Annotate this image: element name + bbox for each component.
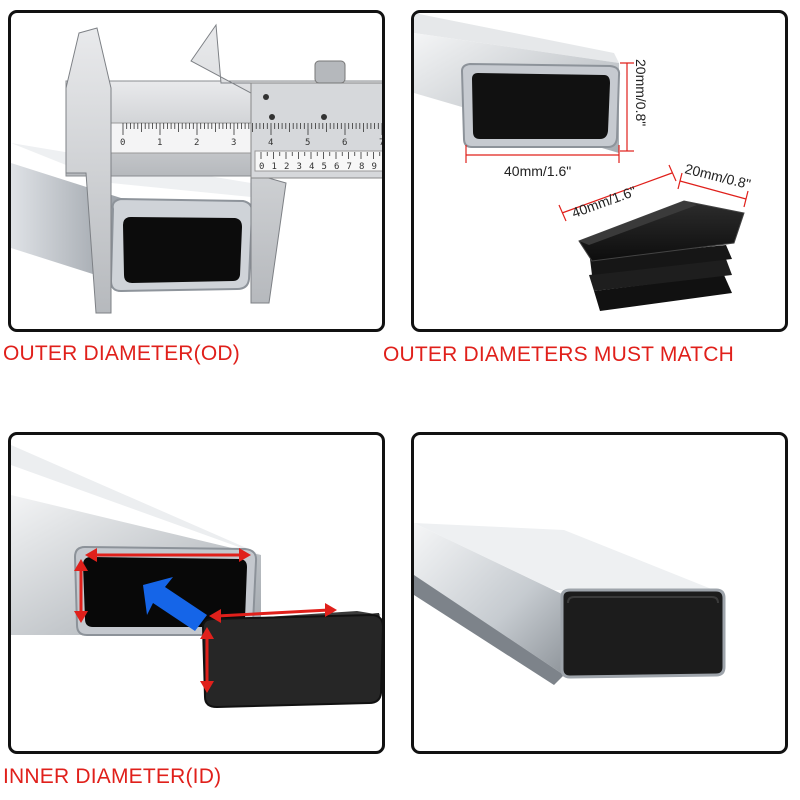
main-scale-label: 0 [120,138,125,148]
plug-insert [578,200,745,311]
plug-face [201,613,382,709]
main-scale-label: 1 [157,138,162,148]
main-scale-label: 3 [231,138,236,148]
vernier-scale-label: 9 [372,162,377,172]
panel-size-match: 40mm/1.6" 20mm/0.8" 40mm/1.6" 20mm/0.8" [411,10,788,332]
vernier-scale-label: 3 [297,162,302,172]
panel-inner-diameter [8,432,385,754]
caption-outer-must-match: OUTER DIAMETERS MUST MATCH [383,343,734,366]
vernier-scale-label: 4 [309,162,314,172]
plug-width-arrow [216,608,330,618]
vernier-scale-label: 5 [322,162,327,172]
plug-width-line [561,172,673,214]
thumb-screw-icon [314,60,346,84]
insert-direction-arrow-icon [143,577,207,631]
tube-body [414,523,564,675]
tube-height-label: 20mm/0.8" [633,59,649,126]
tube-opening [123,217,242,283]
tube-and-plug-dimensions: 40mm/1.6" 20mm/0.8" 40mm/1.6" 20mm/0.8" [414,13,752,311]
plug-insertion-illustration [11,445,382,709]
plug-width-label: 40mm/1.6" [570,183,639,221]
caliper-fixed-jaw [65,27,112,314]
vernier-scale-label: 8 [359,162,364,172]
main-scale-label: 4 [268,138,273,148]
fitted-plug-illustration [414,523,726,685]
main-scale-ticks [122,123,382,135]
main-scale-label: 7 [379,138,384,148]
vernier-scale-label: 0 [259,162,264,172]
vernier-scale-label: 1 [272,162,277,172]
vernier-scale-label: 6 [334,162,339,172]
main-scale-labels: 0 1 2 3 4 5 6 7 [120,138,384,148]
plug-height-line [679,180,747,200]
main-scale-label: 2 [194,138,199,148]
vernier-scale-label: 2 [284,162,289,172]
caption-outer-diameter: OUTER DIAMETER(OD) [3,342,240,365]
plug-face [560,588,726,679]
caption-inner-diameter: INNER DIAMETER(ID) [3,765,222,788]
plug-height-label: 20mm/0.8" [683,160,752,192]
tube-width-label: 40mm/1.6" [504,163,571,179]
vernier-scale-label: 7 [347,162,352,172]
main-scale-label: 6 [342,138,347,148]
vernier-scale-ticks [260,152,381,159]
panel-plug-fitted [411,432,788,754]
main-scale-label: 5 [305,138,310,148]
tube-opening [472,73,610,139]
